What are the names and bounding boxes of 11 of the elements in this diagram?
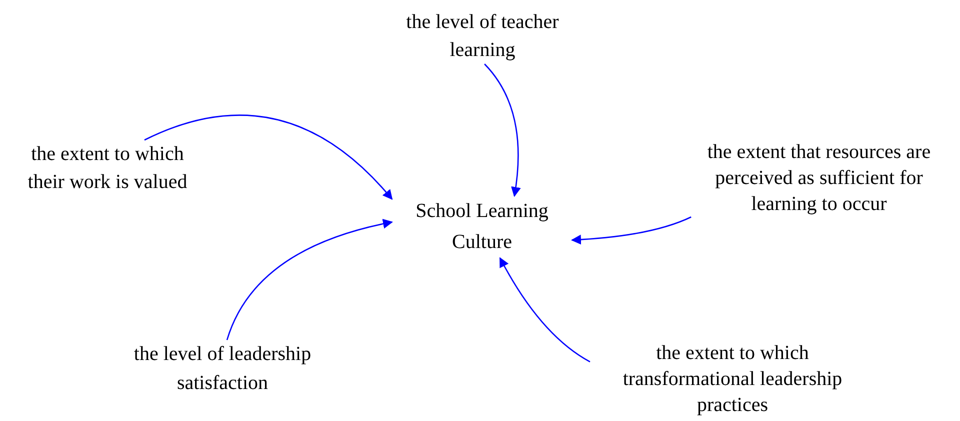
- arrow: [484, 64, 521, 197]
- arrow: [499, 257, 590, 362]
- node-label: the extent to which their work is valued: [26, 142, 188, 195]
- node-label: the level of leadership satisfaction: [132, 342, 312, 396]
- arrow: [226, 219, 393, 340]
- node-label: the level of teacher learning: [405, 10, 560, 63]
- node-label: the extent to which transformational leadership practices: [622, 341, 844, 418]
- arrow: [144, 114, 393, 200]
- node-label: School Learning Culture: [414, 199, 550, 255]
- node-label: the extent that resources are perceived as sufficient for learning to occur: [706, 140, 932, 217]
- arrow: [571, 216, 692, 245]
